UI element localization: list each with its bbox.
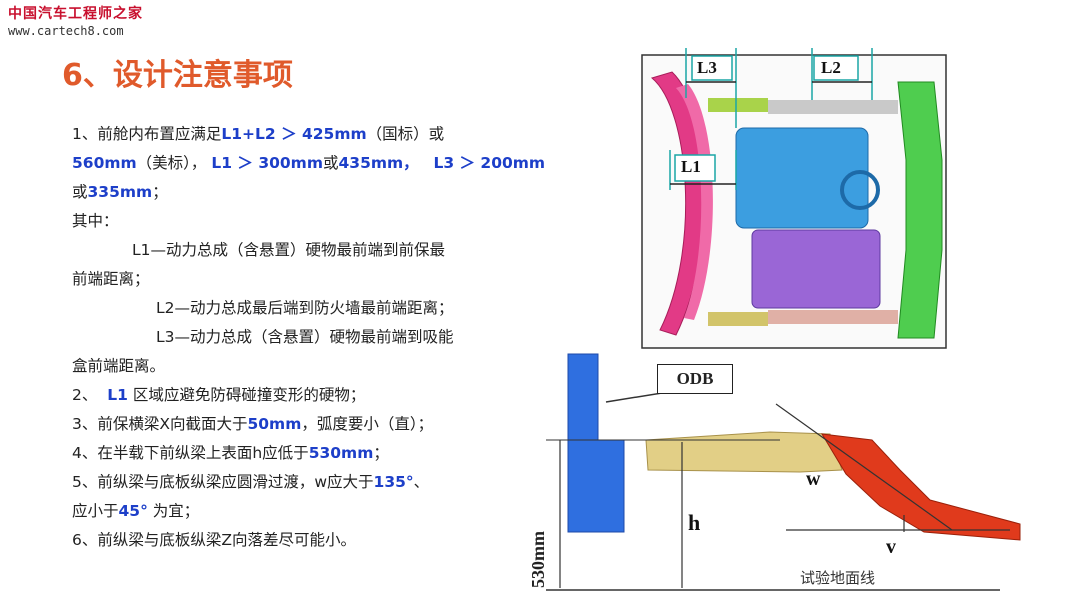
firewall (897, 81, 943, 339)
floor-rail (821, 433, 1021, 541)
crash-box-bottom (708, 312, 768, 326)
side-view-diagram (546, 353, 1021, 591)
l3-label-box (691, 55, 733, 81)
top-view-diagram (641, 48, 947, 349)
l1-definition-b: 前端距离； (72, 270, 150, 288)
odb-label: ODB (657, 364, 733, 394)
item-5-line-1: 5、前纵梁与底板纵梁应圆滑过渡，w应大于135°、 (72, 473, 430, 491)
front-rail (645, 431, 843, 473)
l2-definition: L2—动力总成最后端到防火墙最前端距离； (156, 299, 454, 317)
item-1-line-2: 560mm（美标）， L1 ＞ 300mm或435mm， L3 ＞ 200mm (72, 154, 546, 172)
crash-box-top (708, 98, 768, 112)
bumper-beam-shape (676, 84, 713, 320)
w-angle-line (775, 403, 953, 531)
item-3: 3、前保横梁X向截面大于50mm，弧度要小（直）； (72, 415, 434, 433)
item-6: 6、前纵梁与底板纵梁Z向落差尽可能小。 (72, 531, 356, 549)
transmission (751, 229, 881, 309)
label-h: h (688, 510, 701, 535)
rail-top (768, 100, 898, 114)
rail-bottom (768, 310, 898, 324)
label-530mm: 530mm (528, 531, 548, 588)
odb-barrier-bottom (567, 439, 625, 533)
qizhong-label: 其中： (72, 212, 119, 230)
l2-label-box (813, 55, 859, 81)
label-w: w (806, 468, 821, 490)
odb-barrier-top (567, 353, 599, 441)
label-l1: L1 (681, 157, 701, 176)
engine-pulley (840, 170, 880, 210)
item-2: 2、 L1 区域应避免防碍碰撞变形的硬物； (72, 386, 366, 404)
watermark: 中国汽车工程师之家 www.cartech8.com (8, 6, 143, 39)
l3-definition-a: L3—动力总成（含悬置）硬物最前端到吸能 (156, 328, 454, 346)
watermark-url: www.cartech8.com (8, 23, 124, 38)
label-v: v (886, 536, 896, 558)
slide-body: 1、前舱内布置应满足L1+L2 ＞ 425mm（国标）或 560mm（美标）， … (72, 120, 552, 555)
item-1-line-3: 或335mm； (72, 183, 168, 201)
watermark-cn: 中国汽车工程师之家 (8, 6, 143, 22)
slide-title: 6、设计注意事项 (62, 58, 293, 93)
ground-label: 试验地面线 (800, 569, 876, 587)
l3-definition-b: 盒前端距离。 (72, 357, 166, 375)
l1-label-box (674, 154, 716, 182)
label-l2: L2 (821, 58, 841, 77)
l1-definition-a: L1—动力总成（含悬置）硬物最前端到前保最 (132, 241, 445, 259)
item-1-line-1: 1、前舱内布置应满足L1+L2 ＞ 425mm（国标）或 (72, 125, 445, 143)
label-l3: L3 (697, 58, 717, 77)
item-5-line-2: 应小于45° 为宜； (72, 502, 200, 520)
item-4: 4、在半载下前纵梁上表面h应低于530mm； (72, 444, 389, 462)
